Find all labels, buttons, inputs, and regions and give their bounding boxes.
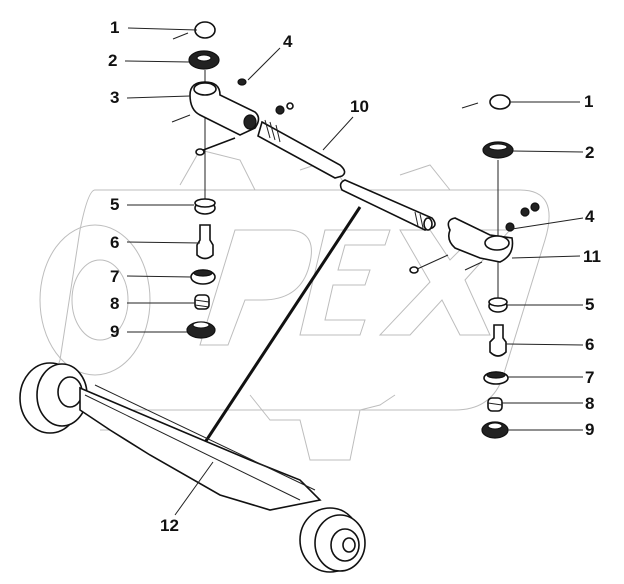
- left-seat-ring: [190, 269, 216, 285]
- right-plug: [481, 421, 509, 439]
- callout-right-8: 8: [585, 394, 595, 413]
- right-castle-nut: [461, 94, 511, 110]
- callout-right-6: 6: [585, 335, 595, 354]
- callout-left-9: 9: [110, 322, 120, 341]
- callout-left-7: 7: [110, 267, 120, 286]
- left-grease-nipple: [237, 78, 294, 115]
- leader-lines: [124, 27, 584, 431]
- callout-10: 10: [350, 97, 369, 116]
- right-tie-rod-end: [409, 217, 514, 274]
- callout-right-2: 2: [585, 143, 595, 162]
- left-spring: [194, 294, 210, 310]
- callout-left-8: 8: [110, 294, 120, 313]
- left-tie-rod-end: [171, 81, 260, 156]
- right-spring: [487, 397, 503, 412]
- tie-rod-tube: [257, 119, 436, 231]
- callout-left-2: 2: [108, 51, 118, 70]
- left-seal: [188, 50, 220, 70]
- callout-left-1: 1: [110, 18, 120, 37]
- callout-12: 12: [160, 516, 179, 535]
- callout-right-11: 11: [583, 247, 601, 266]
- callout-right-9: 9: [585, 420, 595, 439]
- left-castle-nut: [172, 21, 216, 40]
- callout-left-3: 3: [110, 88, 120, 107]
- right-seal: [482, 141, 514, 159]
- callout-right-7: 7: [585, 368, 595, 387]
- right-ball-stud: [489, 324, 507, 357]
- right-grease-nipple: [505, 202, 540, 232]
- callout-right-4: 4: [585, 207, 595, 226]
- callout-left-4: 4: [283, 32, 293, 51]
- left-plug: [186, 321, 216, 339]
- right-assembly: [409, 94, 540, 439]
- left-assembly: [171, 21, 294, 339]
- right-seat-ring: [483, 371, 509, 385]
- left-ball-stud: [196, 224, 214, 260]
- front-axle: [19, 362, 366, 573]
- callout-left-5: 5: [110, 195, 120, 214]
- left-bushing: [194, 198, 216, 215]
- callout-left-6: 6: [110, 233, 120, 252]
- callout-right-5: 5: [585, 295, 595, 314]
- right-bushing: [488, 297, 508, 313]
- axle-pointer-line: [198, 206, 362, 451]
- callout-right-1: 1: [584, 92, 594, 111]
